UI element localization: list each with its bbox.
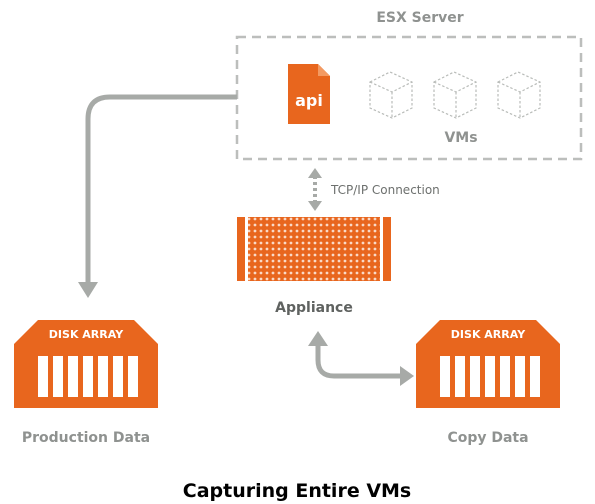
vm-cube-icon [369,71,413,119]
copy-disk-array-icon [416,320,560,408]
esx-server-title: ESX Server [376,10,463,26]
production-data-caption: Production Data [22,430,150,446]
arrow-appliance-to-copy [308,331,414,386]
appliance-icon [237,217,391,281]
vms-label: VMs [444,130,477,146]
tcp-ip-connection-arrow [308,168,322,211]
copy-array-label: DISK ARRAY [451,328,526,341]
copy-data-caption: Copy Data [447,430,528,446]
vm-cube-icon [497,71,541,119]
production-array-label: DISK ARRAY [49,328,124,341]
appliance-label: Appliance [275,300,353,316]
diagram-title: Capturing Entire VMs [183,480,412,502]
arrow-server-to-production [78,94,237,298]
tcp-ip-label: TCP/IP Connection [330,183,440,197]
vm-cube-icon [433,71,477,119]
api-document-icon: api [288,64,330,124]
api-label: api [295,91,323,110]
production-disk-array-icon [14,320,158,408]
